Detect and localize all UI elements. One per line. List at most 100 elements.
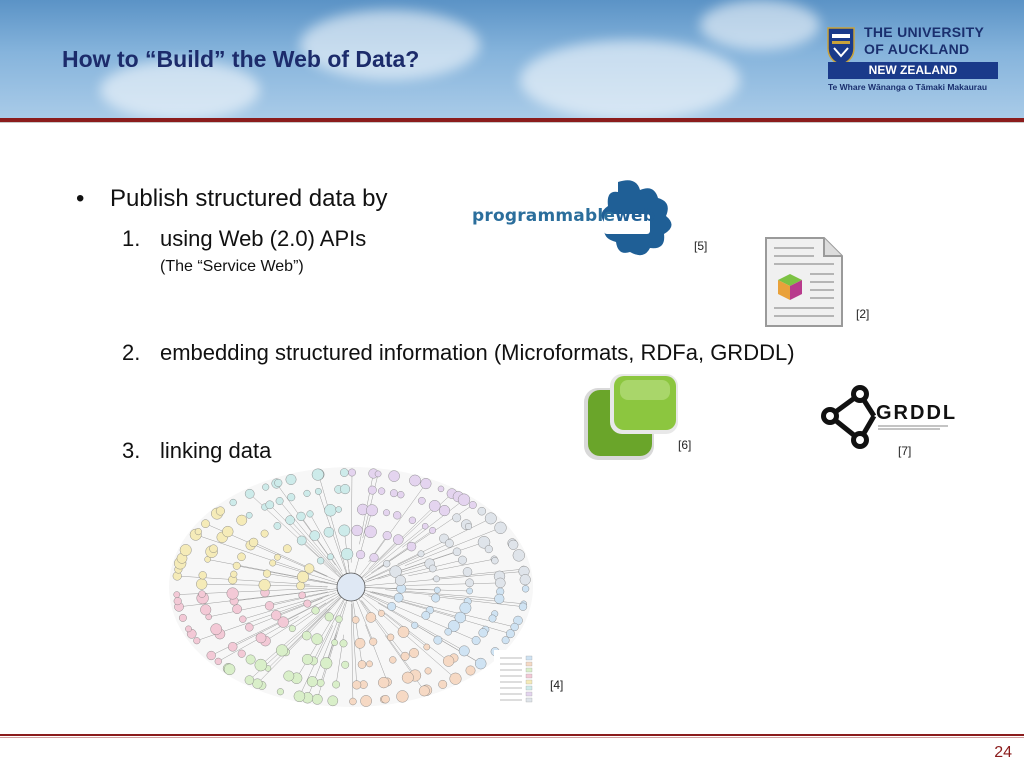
dataset-node [354, 637, 366, 649]
dataset-node [484, 512, 497, 525]
dataset-node [283, 544, 292, 553]
dataset-node [339, 468, 349, 477]
dataset-node [393, 511, 402, 520]
dataset-node [428, 500, 441, 512]
legend-swatch [525, 685, 533, 691]
dataset-node [245, 654, 256, 665]
dataset-node [214, 657, 222, 666]
dataset-node [437, 485, 445, 493]
dataset-node [462, 567, 473, 577]
dataset-link [366, 594, 392, 607]
dataset-node [193, 637, 201, 645]
dataset-link [377, 563, 430, 580]
dataset-node [471, 636, 481, 645]
dataset-node [306, 676, 318, 688]
dataset-node [320, 657, 333, 670]
dataset-node [423, 643, 431, 651]
dataset-link [260, 587, 351, 666]
list-item-number: 2. [122, 340, 141, 365]
university-logo: THE UNIVERSITY OF AUCKLAND NEW ZEALAND T… [826, 22, 1002, 98]
dataset-node [409, 648, 419, 658]
dataset-node [324, 612, 334, 622]
dataset-link [318, 474, 351, 584]
dataset-node [274, 553, 281, 561]
dataset-node [323, 526, 335, 538]
dataset-node [452, 547, 462, 557]
legend-swatch [525, 673, 533, 679]
legend-swatch [525, 679, 533, 685]
dataset-node [494, 521, 507, 534]
dataset-node [452, 513, 462, 523]
dataset-node [210, 623, 223, 635]
dataset-node [223, 663, 236, 676]
dataset-node [262, 483, 270, 491]
dataset-node [428, 564, 437, 573]
dataset-node [304, 563, 315, 574]
dataset-node [296, 535, 307, 546]
list-item-number: 3. [122, 438, 141, 463]
dataset-node [431, 593, 441, 603]
dataset-node [378, 677, 390, 689]
dataset-link [283, 589, 346, 623]
dataset-node [229, 498, 237, 507]
dataset-node [237, 649, 246, 658]
dataset-link [369, 591, 461, 618]
dataset-link [236, 565, 349, 587]
dataset-node [512, 549, 525, 562]
dataset-node [296, 581, 305, 591]
dataset-node [377, 609, 385, 617]
dataset-link [371, 530, 433, 574]
cloud-decoration [100, 60, 260, 118]
dataset-link [350, 472, 353, 563]
dataset-node [297, 571, 309, 583]
dataset-node [488, 614, 497, 623]
dataset-node [397, 626, 410, 638]
dataset-node [408, 516, 417, 524]
dataset-node [273, 522, 282, 530]
dataset-node [285, 515, 295, 525]
dataset-link [369, 483, 427, 561]
dataset-node [314, 487, 322, 495]
dataset-link [351, 591, 357, 685]
dataset-node [277, 616, 289, 628]
grddl-wordmark: GRDDL [876, 402, 958, 424]
dataset-node [459, 601, 472, 614]
dataset-node [444, 628, 452, 636]
dataset-node [341, 547, 354, 561]
legend-swatch [525, 661, 533, 667]
dataset-node [447, 620, 460, 632]
dataset-node [173, 591, 181, 598]
dataset-node [465, 523, 473, 531]
dataset-node [271, 610, 282, 621]
reference-label: [5] [694, 239, 708, 253]
dataset-link [313, 594, 348, 662]
dataset-node [477, 536, 491, 549]
dataset-link [309, 513, 343, 572]
page-number: 24 [994, 744, 1012, 761]
dataset-node [388, 470, 400, 482]
dataset-link [195, 534, 311, 574]
cloud-decoration [520, 40, 740, 118]
dataset-node [306, 510, 314, 518]
dataset-node [508, 539, 519, 550]
dataset-node [421, 611, 431, 620]
puzzle-piece-icon [601, 180, 672, 256]
footer-divider [0, 734, 1024, 736]
dataset-link [378, 505, 435, 561]
dataset-node [484, 545, 493, 554]
dataset-node [276, 688, 284, 696]
dataset-node [417, 497, 426, 505]
dataset-node [198, 590, 206, 598]
dataset-node [393, 592, 404, 603]
reference-label: [6] [678, 438, 692, 452]
dataset-node [303, 599, 312, 608]
dataset-node [454, 611, 466, 624]
dataset-node [387, 633, 395, 641]
dataset-node [433, 575, 440, 583]
grddl-logo: GRDDL [816, 382, 956, 454]
dataset-node [356, 550, 366, 560]
dataset-node [443, 655, 455, 667]
dataset-node [366, 660, 373, 668]
dataset-link [285, 597, 341, 653]
header-divider-shadow [0, 122, 1024, 123]
